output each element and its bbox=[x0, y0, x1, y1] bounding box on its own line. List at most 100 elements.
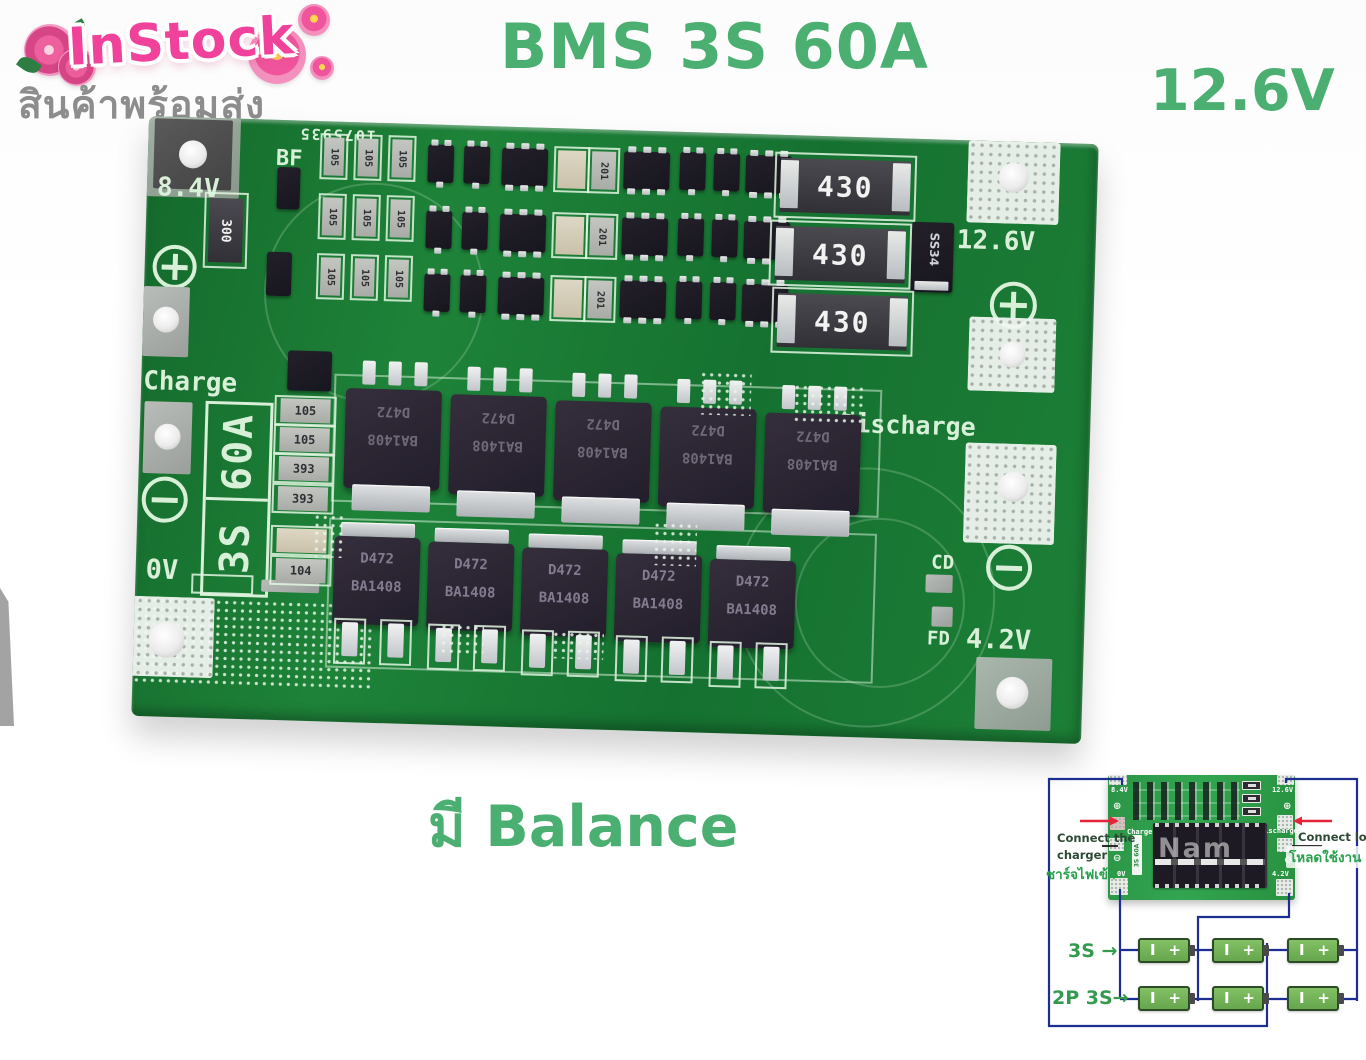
voltage-label: 12.6V bbox=[1150, 58, 1335, 124]
pcb-board: 1075935 BF 8.4V 300 Charge 0V 60A 3S 12.… bbox=[131, 116, 1099, 744]
label-cd: CD bbox=[930, 551, 955, 575]
battery-cell: I+ bbox=[1138, 986, 1195, 1011]
resistor-393: 393 bbox=[278, 456, 330, 482]
resistor-105: 105 bbox=[391, 139, 413, 178]
flower-icon bbox=[248, 26, 306, 84]
resistor-104: 104 bbox=[275, 558, 327, 584]
red-arrowhead-icon bbox=[1110, 816, 1119, 826]
mosfet-tab bbox=[770, 508, 850, 537]
resistor-105: 105 bbox=[353, 258, 375, 297]
shop-logo: InStock bbox=[66, 6, 297, 78]
resistor-430: 430 bbox=[776, 292, 909, 351]
transistor bbox=[427, 139, 455, 188]
via-field bbox=[698, 370, 752, 417]
resistor-105: 105 bbox=[321, 197, 343, 236]
minus-marking-icon bbox=[985, 544, 1033, 592]
battery-cell: I+ bbox=[1212, 986, 1269, 1011]
mosfet-lead bbox=[362, 360, 376, 385]
via-field bbox=[551, 630, 605, 660]
plus-marking-icon bbox=[152, 244, 198, 290]
transistor bbox=[463, 140, 491, 189]
resistor-105: 105 bbox=[355, 198, 377, 237]
mosfet-lead bbox=[676, 378, 691, 404]
transistor bbox=[713, 147, 741, 197]
resistor-201: 201 bbox=[587, 280, 613, 319]
watermark: Nam bbox=[1158, 833, 1233, 864]
transistor bbox=[677, 212, 705, 262]
transistor bbox=[461, 206, 489, 255]
left-note-thai: ชาร์จไฟเข้า bbox=[1046, 867, 1116, 883]
transistor bbox=[425, 205, 453, 254]
label-4v2: 4.2V bbox=[965, 623, 1032, 657]
label-60a: 60A bbox=[214, 411, 263, 492]
transistor bbox=[276, 166, 301, 210]
label-0v: 0V bbox=[145, 554, 179, 587]
row-label-2p3s: 2P 3S→ bbox=[1052, 987, 1129, 1009]
resistor-105: 105 bbox=[319, 257, 341, 296]
battery-cell: I+ bbox=[1287, 938, 1344, 963]
mini-current-box: 3S 60A bbox=[1132, 835, 1142, 875]
resistor-201: 201 bbox=[589, 217, 615, 256]
test-pad bbox=[931, 606, 953, 628]
flower-icon bbox=[298, 4, 330, 36]
left-note-line1: Connect the bbox=[1057, 831, 1136, 845]
transistor bbox=[265, 251, 293, 297]
flower-icon bbox=[310, 56, 334, 80]
flower-icon bbox=[58, 48, 96, 86]
transistor bbox=[679, 146, 707, 196]
photo-edge-object bbox=[0, 588, 14, 726]
smd-ic bbox=[619, 275, 667, 325]
shop-badge: InStock สินค้าพร้อมส่ง bbox=[10, 4, 340, 128]
resistor-105: 105 bbox=[387, 259, 409, 298]
smd-ic bbox=[623, 146, 671, 196]
mosfet-lead bbox=[493, 367, 507, 392]
minus-marking-icon: ⊖ bbox=[1113, 853, 1122, 864]
mini-pcb: 8.4V 12.6V ⊕ ⊕ Charge Discharge ⊖ ⊖ 0V 4… bbox=[1108, 775, 1298, 900]
label-fd: FD bbox=[926, 627, 951, 651]
via-field bbox=[652, 521, 698, 567]
mosfet-lead bbox=[528, 633, 546, 669]
transistor bbox=[423, 268, 451, 317]
resistor-105: 105 bbox=[280, 398, 331, 424]
mosfet-lead bbox=[341, 621, 359, 657]
mosfet-lead bbox=[762, 646, 780, 681]
left-note-line2: charger bbox=[1057, 848, 1108, 862]
mosfet-tab bbox=[561, 496, 640, 525]
mosfet-lead bbox=[668, 640, 686, 676]
transistor bbox=[709, 276, 737, 326]
mini-mosfets bbox=[1153, 823, 1267, 888]
resistor-105: 105 bbox=[389, 199, 411, 238]
battery-cell: I+ bbox=[1138, 938, 1195, 963]
diagram-wires bbox=[1047, 777, 1359, 1028]
resistor-393: 393 bbox=[277, 486, 329, 512]
resistor-430: 430 bbox=[774, 225, 907, 284]
resistor-430: 430 bbox=[779, 157, 912, 216]
label-3s: 3S bbox=[211, 520, 260, 575]
smd-ic bbox=[499, 208, 547, 258]
mosfet-lead bbox=[388, 361, 402, 386]
smd-ic bbox=[501, 142, 549, 192]
right-note: Connect load bbox=[1298, 830, 1366, 844]
mosfet-tab bbox=[456, 490, 536, 519]
balance-caption: มี Balance bbox=[428, 794, 739, 860]
silkscreen-box bbox=[190, 573, 254, 596]
mini-components bbox=[1133, 782, 1240, 820]
mosfet-lead bbox=[597, 373, 612, 398]
label-charge: Charge bbox=[142, 365, 238, 399]
smd-ic bbox=[497, 271, 545, 321]
resistor-105: 105 bbox=[279, 427, 330, 453]
smd-ic bbox=[621, 212, 669, 262]
plus-marking-icon: ⊕ bbox=[1283, 801, 1292, 812]
battery-cell: I+ bbox=[1287, 986, 1344, 1011]
plus-marking-icon: ⊕ bbox=[1113, 801, 1122, 812]
red-arrowhead-icon bbox=[1293, 816, 1302, 826]
mosfet-lead bbox=[467, 366, 481, 391]
transistor bbox=[711, 213, 739, 263]
